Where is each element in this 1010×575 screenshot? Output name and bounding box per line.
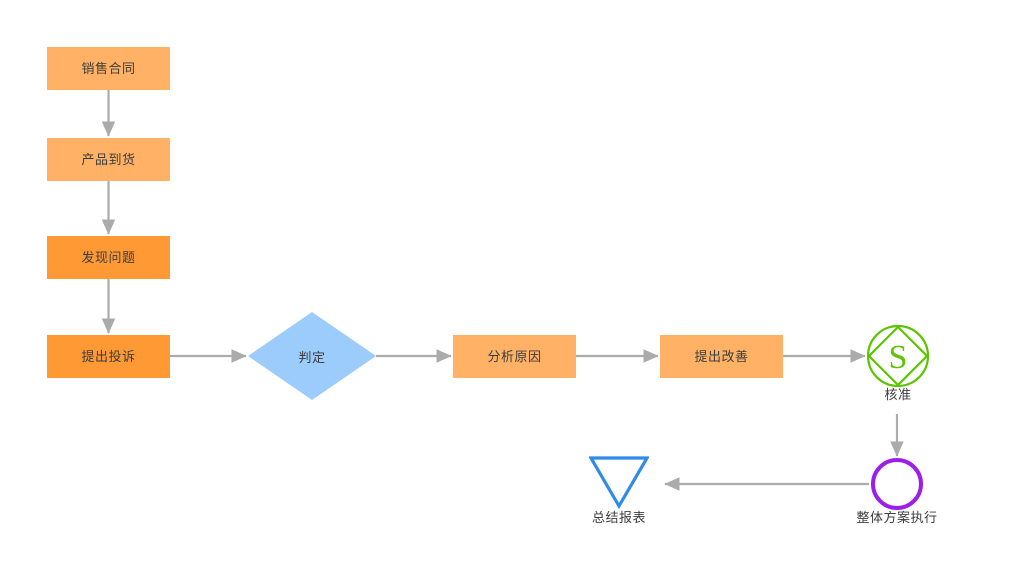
diamond-shape xyxy=(248,312,376,400)
node-analyze-cause-label: 分析原因 xyxy=(487,349,542,364)
node-overall-execution-label: 整体方案执行 xyxy=(856,510,938,525)
node-approve[interactable]: S xyxy=(866,324,930,388)
node-analyze-cause[interactable]: 分析原因 xyxy=(453,335,576,378)
node-summary-report-label: 总结报表 xyxy=(591,510,646,525)
execution-circle-icon xyxy=(871,458,923,510)
node-propose-improvement-label: 提出改善 xyxy=(694,349,749,364)
node-file-complaint-label: 提出投诉 xyxy=(81,349,136,364)
node-approve-label: 核准 xyxy=(884,387,912,402)
svg-text:S: S xyxy=(889,339,908,376)
node-sales-contract-label: 销售合同 xyxy=(81,61,136,76)
node-product-arrival-label: 产品到货 xyxy=(81,152,136,167)
node-sales-contract[interactable]: 销售合同 xyxy=(47,47,170,90)
node-propose-improvement[interactable]: 提出改善 xyxy=(660,335,783,378)
report-triangle-icon xyxy=(589,456,649,510)
node-judgement[interactable]: 判定 xyxy=(248,312,376,400)
node-summary-report[interactable] xyxy=(589,456,649,510)
node-discover-problem-label: 发现问题 xyxy=(81,250,136,265)
approve-stamp-icon: S xyxy=(866,324,930,388)
node-discover-problem[interactable]: 发现问题 xyxy=(47,236,170,279)
node-file-complaint[interactable]: 提出投诉 xyxy=(47,335,170,378)
node-product-arrival[interactable]: 产品到货 xyxy=(47,138,170,181)
node-overall-execution[interactable] xyxy=(869,456,925,512)
